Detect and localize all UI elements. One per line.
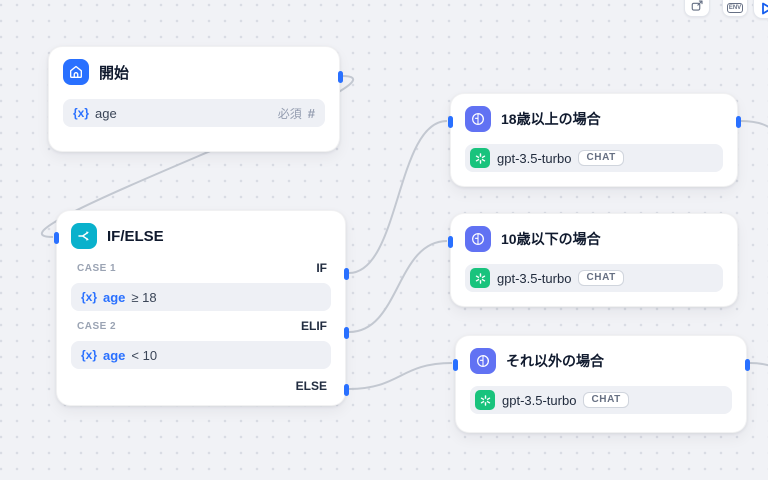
chat-mode-badge: CHAT — [583, 392, 629, 408]
variable-name: age — [95, 105, 117, 121]
model-selector[interactable]: gpt-3.5-turbo CHAT — [470, 386, 732, 414]
edge-llm1-out[interactable] — [740, 120, 768, 168]
openai-icon — [475, 390, 495, 410]
openai-icon — [470, 268, 490, 288]
model-name: gpt-3.5-turbo — [502, 392, 577, 408]
run-button[interactable] — [753, 0, 768, 19]
llm-node-else[interactable]: それ以外の場合 gpt-3.5-turbo CHAT — [452, 335, 750, 433]
llm-icon — [465, 106, 491, 132]
model-name: gpt-3.5-turbo — [497, 270, 572, 286]
llm3-input-handle[interactable] — [452, 359, 458, 371]
llm2-input-handle[interactable] — [447, 236, 453, 248]
env-button[interactable]: ENV — [722, 0, 748, 17]
variable-x-icon: {x} — [81, 290, 98, 304]
edge-elif-to-llm2[interactable] — [348, 240, 448, 333]
llm-node-under10[interactable]: 10歳以下の場合 gpt-3.5-turbo CHAT — [447, 213, 738, 307]
home-icon — [63, 59, 89, 85]
ifelse-input-handle[interactable] — [53, 232, 59, 244]
number-type-icon: # — [307, 105, 315, 121]
llm3-output-handle[interactable] — [744, 359, 750, 371]
model-selector[interactable]: gpt-3.5-turbo CHAT — [465, 264, 723, 292]
elif-output-handle[interactable] — [343, 327, 349, 339]
llm1-input-handle[interactable] — [447, 116, 453, 128]
llm-icon — [470, 348, 496, 374]
export-box-arrow-icon — [691, 0, 703, 11]
condition-row-1[interactable]: {x} age ≥ 18 — [71, 283, 331, 311]
llm-icon — [465, 226, 491, 252]
required-label: 必須 — [277, 106, 302, 121]
else-branch-label: ELSE — [295, 379, 327, 393]
model-selector[interactable]: gpt-3.5-turbo CHAT — [465, 144, 723, 172]
llm-node-title: 10歳以下の場合 — [501, 231, 601, 247]
ifelse-node[interactable]: IF/ELSE CASE 1 IF {x} age ≥ 18 CASE 2 EL… — [53, 210, 349, 406]
ifelse-node-title: IF/ELSE — [107, 227, 164, 245]
edge-else-to-llm3[interactable] — [348, 362, 453, 390]
case-2-header: CASE 2 ELIF — [71, 319, 331, 333]
chat-mode-badge: CHAT — [578, 150, 624, 166]
llm-node-over18[interactable]: 18歳以上の場合 gpt-3.5-turbo CHAT — [447, 93, 741, 187]
condition-variable: age — [103, 347, 126, 363]
condition-row-2[interactable]: {x} age < 10 — [71, 341, 331, 369]
chat-mode-badge: CHAT — [578, 270, 624, 286]
variable-x-icon: {x} — [81, 348, 98, 362]
edge-start-to-ifelse[interactable] — [41, 75, 354, 238]
llm-node-title: それ以外の場合 — [506, 353, 604, 369]
openai-icon — [470, 148, 490, 168]
condition-expression: < 10 — [131, 347, 158, 363]
split-branch-icon — [71, 223, 97, 249]
llm-node-title: 18歳以上の場合 — [501, 111, 601, 127]
start-node-title: 開始 — [99, 64, 130, 82]
if-branch-label: IF — [316, 261, 327, 275]
play-icon — [762, 2, 768, 15]
export-button[interactable] — [684, 0, 710, 17]
start-output-handle[interactable] — [337, 71, 343, 83]
env-badge-icon: ENV — [726, 3, 744, 13]
model-name: gpt-3.5-turbo — [497, 150, 572, 166]
condition-variable: age — [103, 289, 126, 305]
condition-expression: ≥ 18 — [131, 289, 157, 305]
variable-x-icon: {x} — [73, 106, 90, 120]
elif-branch-label: ELIF — [301, 319, 327, 333]
edge-if-to-llm1[interactable] — [348, 120, 448, 274]
case-2-label: CASE 2 — [77, 320, 117, 332]
start-node[interactable]: 開始 {x} age 必須 # — [48, 46, 343, 152]
llm1-output-handle[interactable] — [735, 116, 741, 128]
else-output-handle[interactable] — [343, 384, 349, 396]
if-output-handle[interactable] — [343, 268, 349, 280]
start-variable-row[interactable]: {x} age 必須 # — [63, 99, 325, 127]
case-1-label: CASE 1 — [77, 262, 117, 274]
case-1-header: CASE 1 IF — [71, 261, 331, 275]
edge-llm3-out[interactable] — [749, 362, 768, 396]
